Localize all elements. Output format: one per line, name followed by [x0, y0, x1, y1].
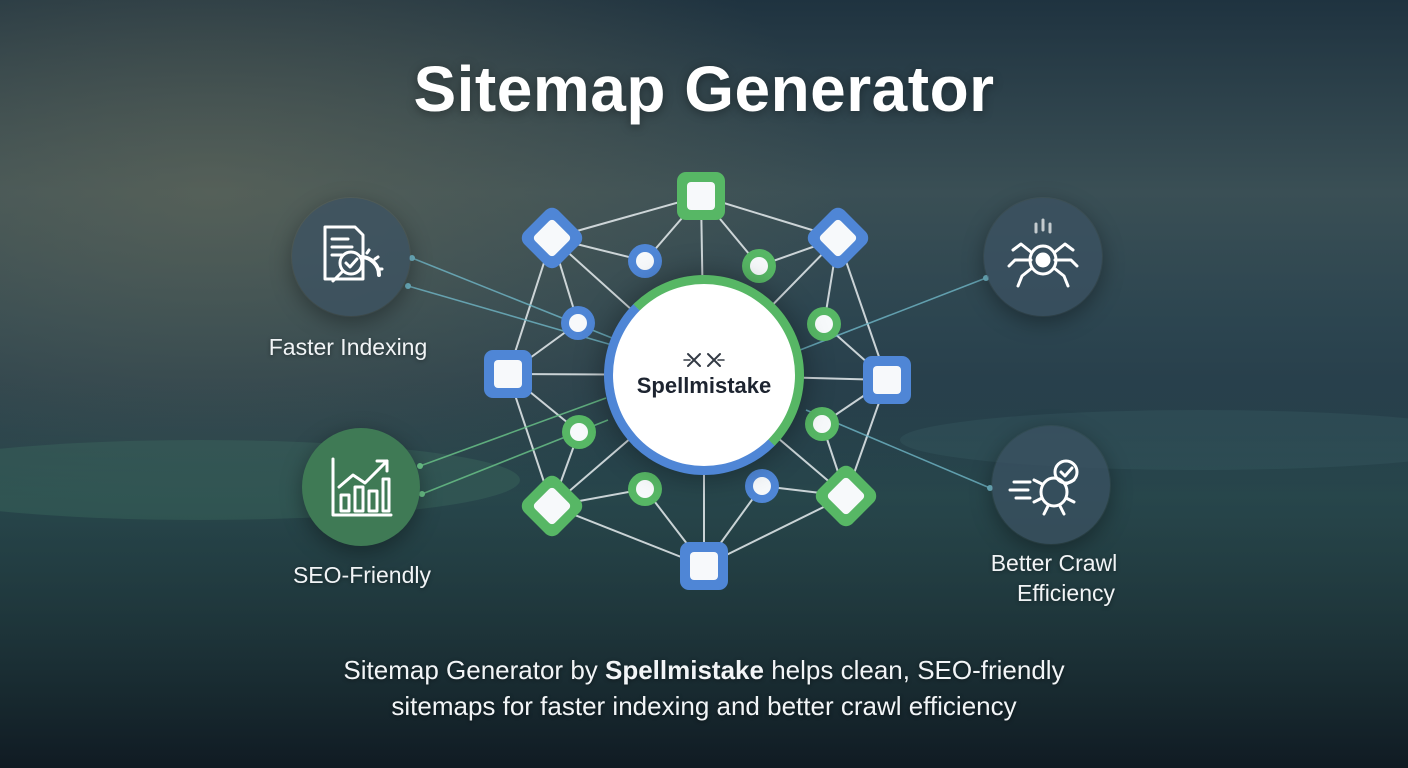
page-node-bottom-right: [815, 465, 877, 527]
central-hub: Spellmistake: [604, 275, 804, 475]
hub-brand-name: Spellmistake: [636, 373, 772, 398]
feature-label-faster-indexing: Faster Indexing: [268, 334, 428, 360]
connector-dot: [409, 255, 415, 261]
link-node-tr-upper: [742, 249, 776, 283]
crossed-arrows-icon: [683, 353, 725, 367]
caption: Sitemap Generator by Spellmistake helps …: [0, 652, 1408, 724]
link-node-bl-lower: [628, 472, 662, 506]
caption-brand: Spellmistake: [605, 655, 764, 685]
caption-pre: Sitemap Generator by: [343, 655, 605, 685]
network-nodes: [484, 172, 911, 590]
page-node-bottom: [680, 542, 728, 590]
caption-line-2: sitemaps for faster indexing and better …: [391, 691, 1017, 721]
page-title: Sitemap Generator: [413, 53, 995, 125]
connector-dot: [419, 491, 425, 497]
page-node-top-right: [807, 207, 869, 269]
connector-dot: [405, 283, 411, 289]
link-node-tl-lower: [561, 306, 595, 340]
page-node-bottom-left: [521, 475, 583, 537]
caption-post: helps clean, SEO-friendly: [763, 655, 1065, 685]
link-node-tl-upper: [628, 244, 662, 278]
feature-better-crawl-efficiency: [992, 426, 1110, 544]
feature-crawler: [984, 198, 1102, 316]
connector-dot: [987, 485, 993, 491]
feature-seo-friendly: [302, 428, 420, 546]
feature-label-line-1: Better Crawl: [990, 550, 1118, 576]
bar-chart-up-icon: [331, 457, 393, 517]
caption-line-1: Sitemap Generator by Spellmistake helps …: [0, 652, 1408, 688]
fast-bug-check-icon: [1008, 459, 1079, 516]
feature-connector: [419, 397, 607, 467]
link-node-tr-lower: [807, 307, 841, 341]
page-node-top: [677, 172, 725, 220]
page-node-right: [863, 356, 911, 404]
connector-dot: [417, 463, 423, 469]
page-node-left: [484, 350, 532, 398]
feature-label-better-crawl-efficiency: Better Crawl Efficiency: [944, 548, 1164, 608]
feature-faster-indexing: [292, 198, 410, 316]
ring-link: [551, 505, 705, 567]
feature-label-line-2: Efficiency: [1016, 580, 1115, 606]
spider-bug-icon: [1007, 218, 1079, 288]
link-node-bl-upper: [562, 415, 596, 449]
page-node-top-left: [521, 207, 583, 269]
document-search-gauge-icon: [323, 225, 384, 283]
link-node-br-lower: [745, 469, 779, 503]
link-node-br-upper: [805, 407, 839, 441]
feature-label-seo-friendly: SEO-Friendly: [292, 562, 432, 588]
